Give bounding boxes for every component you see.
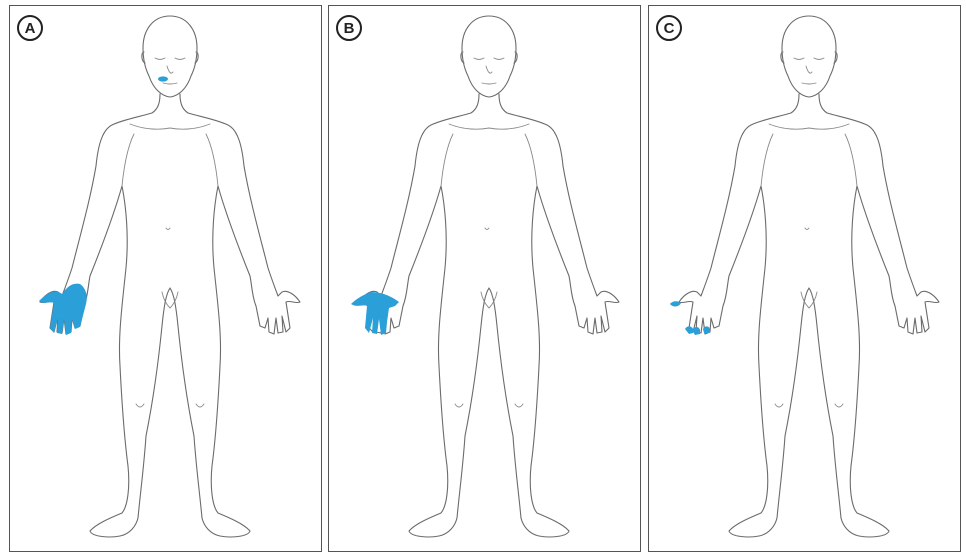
hand-highlight-partial <box>351 292 399 335</box>
fingertip-highlight <box>685 326 693 334</box>
body-figure <box>329 6 642 553</box>
panel-c: C <box>648 5 961 552</box>
thumb-tip-highlight <box>670 301 681 306</box>
panel-b: B <box>328 5 641 552</box>
hand-highlight <box>39 284 87 335</box>
body-figure <box>649 6 962 553</box>
fingertip-highlight <box>692 327 700 335</box>
body-figure <box>10 6 323 553</box>
panel-a: A <box>9 5 322 552</box>
lip-highlight <box>158 76 168 81</box>
